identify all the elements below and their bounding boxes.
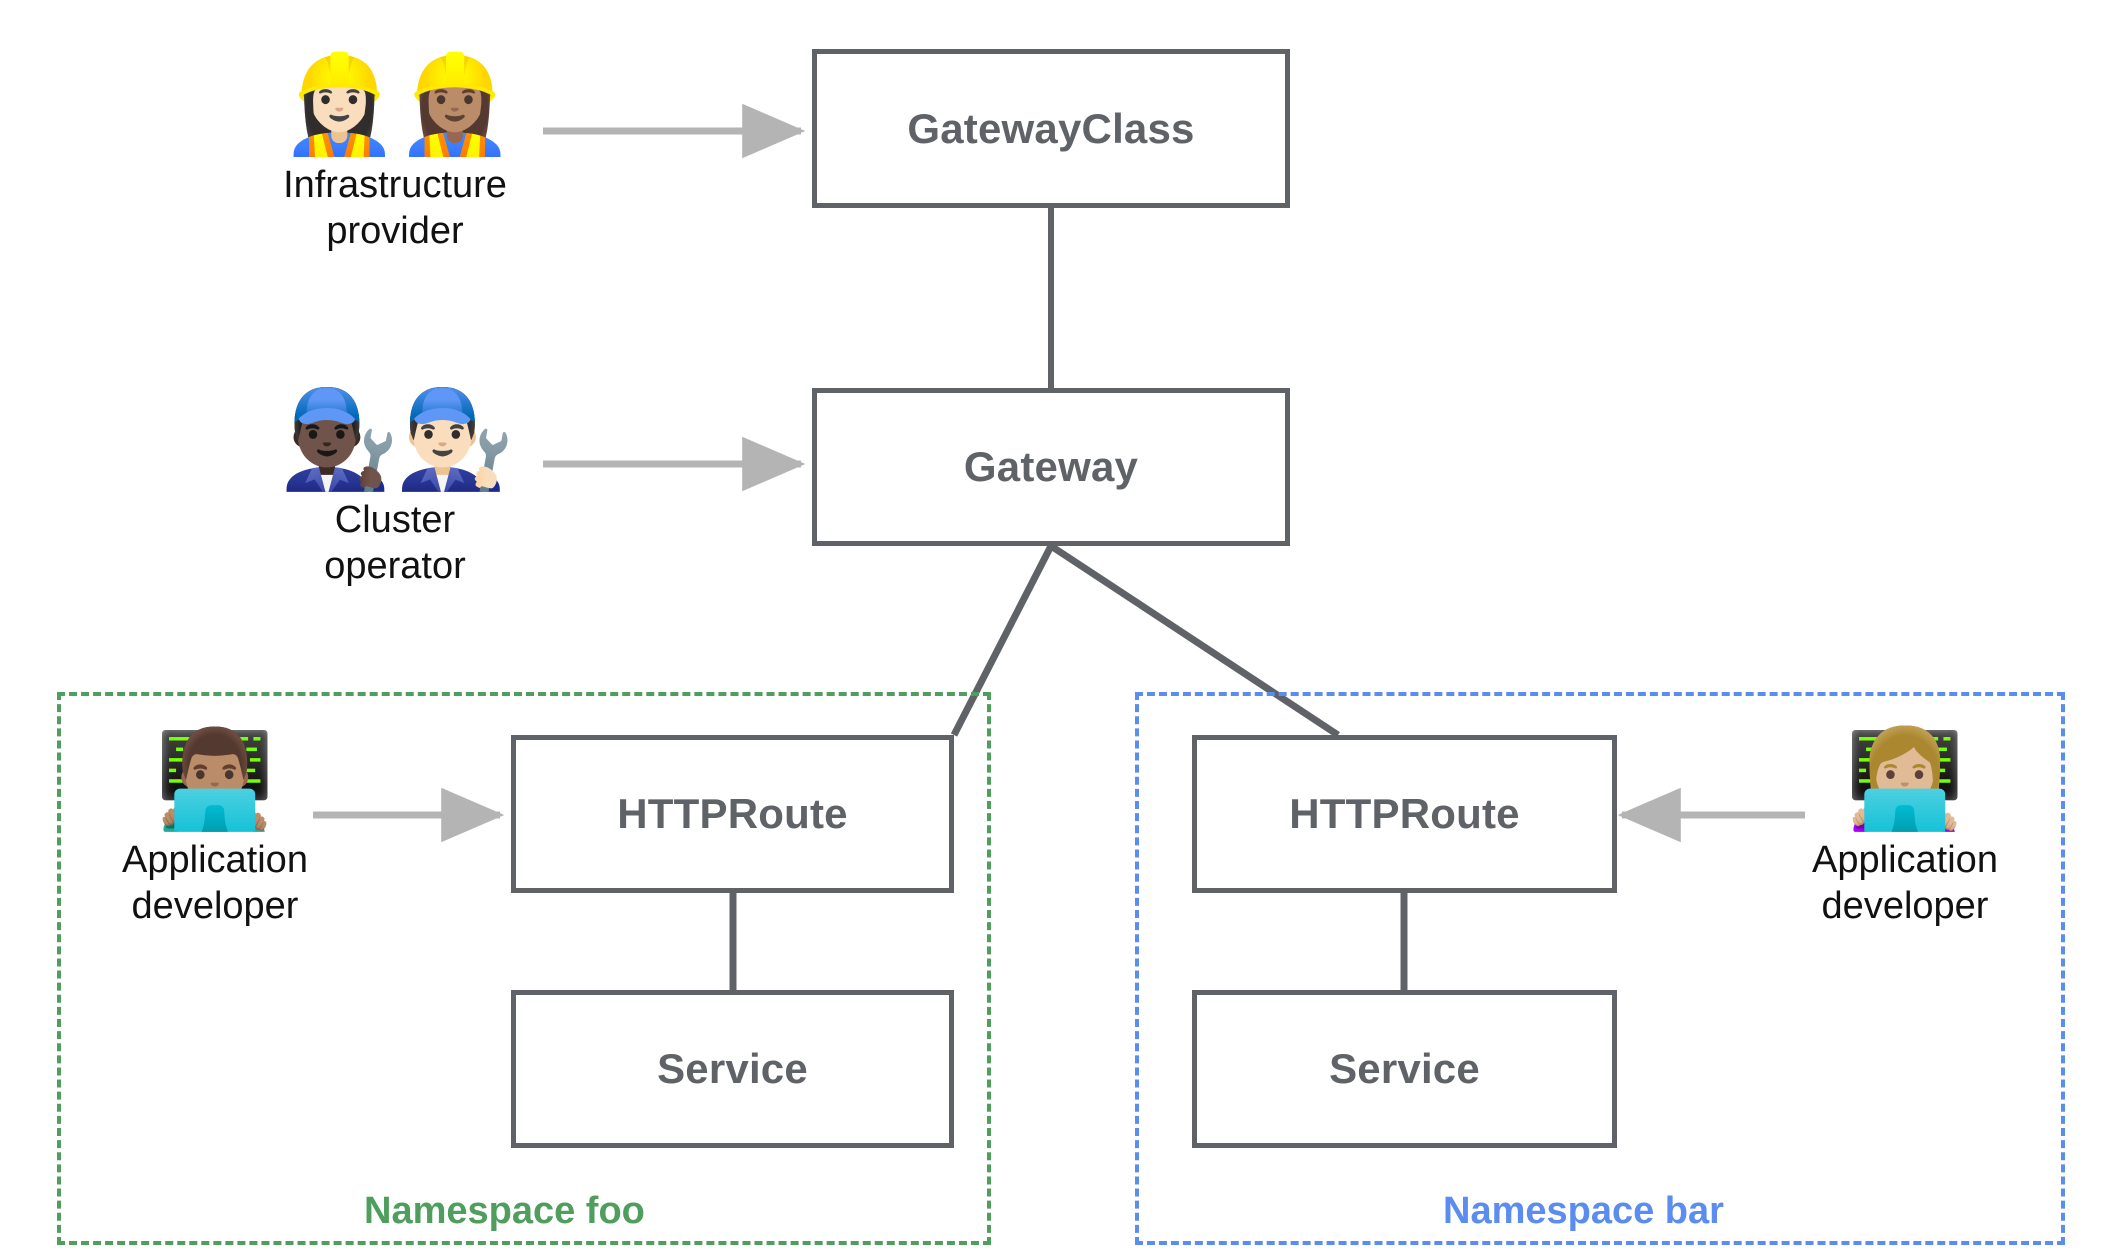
node-httproute-foo[interactable]: HTTPRoute xyxy=(511,735,954,893)
edge-gateway-httproute-foo xyxy=(950,544,1055,737)
namespace-foo-boundary xyxy=(57,692,991,1245)
node-service-bar[interactable]: Service xyxy=(1192,990,1617,1148)
node-service-bar-label: Service xyxy=(1329,1045,1480,1092)
node-service-foo[interactable]: Service xyxy=(511,990,954,1148)
namespace-foo-label: Namespace foo xyxy=(364,1190,645,1232)
persona-application-developer-bar: 👩🏼‍💻 Application developer xyxy=(1790,726,2020,930)
persona-application-developer-foo: 👨🏽‍💻 Application developer xyxy=(100,726,330,930)
node-httproute-foo-label: HTTPRoute xyxy=(617,790,848,837)
node-gateway-label: Gateway xyxy=(963,443,1139,490)
node-gatewayclass-label: GatewayClass xyxy=(907,104,1195,152)
application-developer-bar-caption: Application developer xyxy=(1812,838,1998,928)
edge-gateway-httproute-bar xyxy=(1049,543,1340,738)
namespace-bar-label: Namespace bar xyxy=(1443,1190,1724,1232)
node-gateway[interactable]: Gateway xyxy=(812,388,1290,546)
node-service-foo-label: Service xyxy=(657,1045,808,1092)
cluster-operator-icon: 👨🏿‍🔧👨🏻‍🔧 xyxy=(279,386,514,493)
node-gatewayclass[interactable]: GatewayClass xyxy=(812,49,1290,208)
persona-cluster-operator: 👨🏿‍🔧👨🏻‍🔧 Cluster operator xyxy=(270,386,520,590)
application-developer-foo-icon: 👨🏽‍💻 xyxy=(155,726,275,833)
infrastructure-provider-caption: Infrastructure provider xyxy=(283,163,507,253)
node-httproute-bar-label: HTTPRoute xyxy=(1289,790,1520,837)
namespace-bar-boundary xyxy=(1135,692,2065,1245)
node-httproute-bar[interactable]: HTTPRoute xyxy=(1192,735,1617,893)
application-developer-foo-caption: Application developer xyxy=(122,838,308,928)
cluster-operator-caption: Cluster operator xyxy=(324,498,466,588)
application-developer-bar-icon: 👩🏼‍💻 xyxy=(1845,726,1965,833)
infrastructure-provider-icon: 👷🏻‍♀️👷🏽‍♀️ xyxy=(279,51,514,158)
persona-infrastructure-provider: 👷🏻‍♀️👷🏽‍♀️ Infrastructure provider xyxy=(270,51,520,255)
